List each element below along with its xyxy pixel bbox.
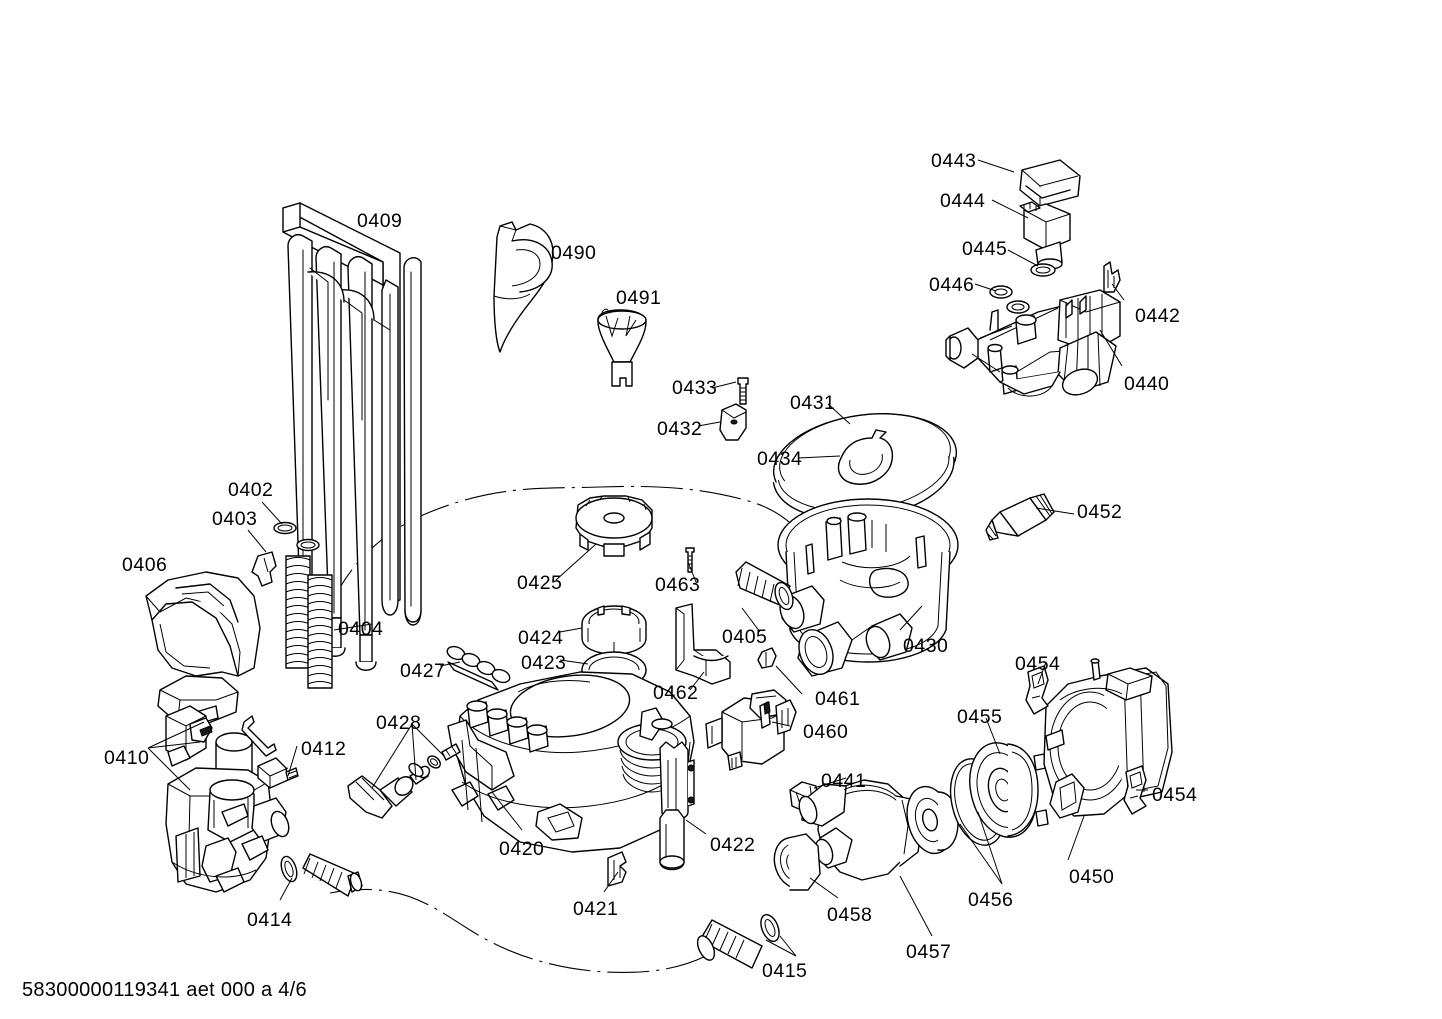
part-0425-filter-cap: [575, 495, 653, 557]
part-0445-o-ring: [1030, 263, 1056, 277]
callout-ntc-temperature-sensor: 0452: [1077, 501, 1123, 523]
part-0460-pressure-switch: [705, 689, 797, 771]
part-0405-corrugated-hose: [735, 561, 794, 611]
part-0410-water-softener: [157, 675, 290, 893]
part-0414-o-ring: [280, 855, 298, 883]
part-0444-solenoid-coil: [1019, 201, 1071, 270]
part-0430-sump-housing: [777, 498, 959, 677]
callout-screw: 0433: [672, 377, 718, 399]
part-0461-clip: [757, 647, 777, 669]
part-0440-inlet-valve-body: [945, 289, 1121, 397]
callout-o-ring-pair: 0446: [929, 274, 975, 296]
callout-pump-cover-plate: 0455: [957, 706, 1003, 728]
part-0403-bracket: [251, 551, 277, 587]
part-0412-micro-switch: [241, 715, 299, 789]
callout-water-softener-unit: 0410: [104, 747, 150, 769]
part-0415-drain-hose: [696, 913, 780, 969]
callout-funnel: 0491: [616, 287, 662, 309]
callout-bracket: 0432: [657, 418, 703, 440]
callout-measuring-jug: 0490: [551, 242, 597, 264]
callout-vibration-damper: 0454: [1152, 784, 1198, 806]
part-0458-connector-seal: [773, 833, 821, 891]
callout-pump-connector-seal: 0458: [827, 904, 873, 926]
callout-corrugated-spring-hose: 0404: [338, 618, 384, 640]
part-0490-measuring-jug: [493, 221, 554, 353]
callout-filter-cap: 0425: [517, 572, 563, 594]
callout-pressure-switch: 0460: [803, 721, 849, 743]
part-0463-screw: [685, 547, 695, 573]
callout-pump-housing: 0457: [906, 941, 952, 963]
part-0442-clip: [1103, 261, 1121, 293]
part-0420-distribution-tank: [447, 671, 695, 853]
callout-screw-small: 0463: [655, 574, 701, 596]
callout-circulation-motor: 0450: [1069, 866, 1115, 888]
callout-gasket-ring: 0423: [521, 652, 567, 674]
callout-clip-bracket: 0403: [212, 508, 258, 530]
part-0491-funnel: [597, 308, 647, 387]
part-0457-pump-housing: [798, 779, 923, 881]
part-0450-circulation-motor: [1043, 658, 1173, 819]
callout-retaining-clip: 0421: [573, 898, 619, 920]
part-0422-float-switch: [659, 741, 695, 871]
callout-sump-housing: 0430: [903, 635, 949, 657]
part-0414-hose: [302, 853, 363, 897]
part-0455-pump-cover: [969, 742, 1049, 838]
part-0454-damper-top: [1025, 665, 1049, 715]
callout-vibration-damper: 0454: [1015, 653, 1061, 675]
callout-o-ring-inlet: 0414: [247, 909, 293, 931]
part-0443-cover-cap: [1019, 159, 1081, 207]
callout-seal-ring: 0402: [228, 479, 274, 501]
callout-clip-small: 0461: [815, 688, 861, 710]
part-0462-air-duct: [675, 603, 731, 685]
leader-lines: [147, 159, 1148, 957]
part-0421-clip: [607, 851, 627, 887]
callout-cover-trim: 0406: [122, 554, 168, 576]
part-0428-turbidity-sensor: [347, 743, 461, 819]
callout-water-inlet-valve-body: 0440: [1124, 373, 1170, 395]
part-0404-corrugated-hoses: [285, 555, 333, 689]
drawing-footer: 58300000119341 aet 000 a 4/6: [22, 979, 307, 1001]
part-0432-bracket: [719, 403, 747, 441]
part-0402-seal-rings: [273, 521, 320, 552]
callout-micro-switch: 0412: [301, 738, 347, 760]
callout-heating-element-assembly: 0409: [357, 210, 403, 232]
callout-turbidity-sensor-kit: 0428: [376, 712, 422, 734]
tub-boundary-curve: [317, 485, 819, 973]
callout-drain-hose-with-seal: 0415: [762, 960, 808, 982]
callout-seal-and-bearing-set: 0456: [968, 889, 1014, 911]
callout-o-ring: 0445: [962, 238, 1008, 260]
callout-filter-retaining-ring: 0424: [518, 627, 564, 649]
part-0446-o-ring-pair: [989, 285, 1030, 314]
part-0424-retaining-ring: [581, 605, 647, 655]
callout-pump-nut: 0441: [821, 770, 867, 792]
callout-seal-set: 0427: [400, 660, 446, 682]
part-0452-ntc-sensor: [985, 493, 1055, 541]
callout-float-switch: 0422: [710, 834, 756, 856]
part-0427-seal-set: [446, 645, 511, 691]
callout-corrugated-hose-short: 0405: [722, 626, 768, 648]
callout-fine-filter: 0434: [757, 448, 803, 470]
callout-water-distribution-tank: 0420: [499, 838, 545, 860]
part-0434-fine-filter: [837, 429, 894, 485]
callout-coarse-filter: 0431: [790, 392, 836, 414]
callout-air-duct: 0462: [653, 682, 699, 704]
callout-clip: 0442: [1135, 305, 1181, 327]
part-0454-damper-bottom: [1123, 765, 1147, 815]
part-0433-screw: [737, 377, 749, 405]
callout-solenoid-coil: 0444: [940, 190, 986, 212]
part-0406-cover-trim: [145, 571, 261, 677]
callout-cover-cap: 0443: [931, 150, 977, 172]
